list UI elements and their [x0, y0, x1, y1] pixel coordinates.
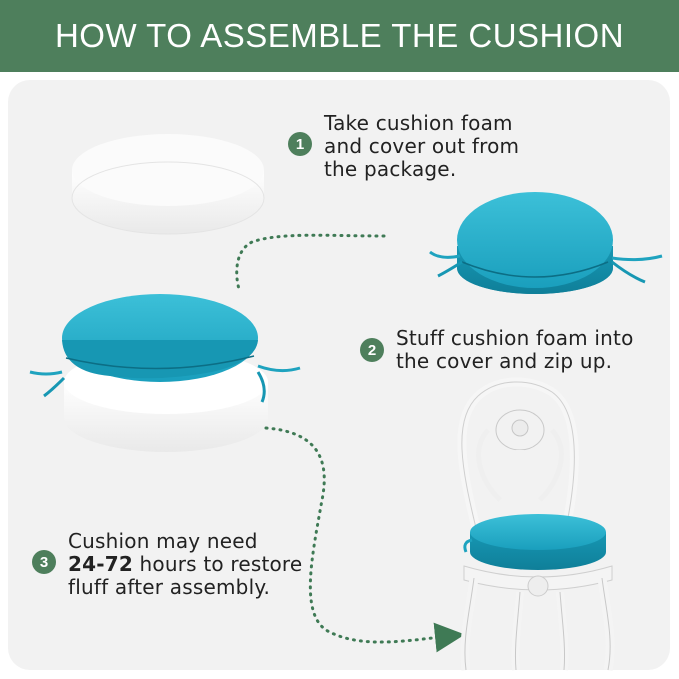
- step-text-line: Take cushion foam: [324, 111, 513, 135]
- step-text-line: 24-72 hours to restore: [68, 553, 328, 576]
- foam-in-cover-illustration: [29, 294, 301, 452]
- step-number-badge: 1: [288, 132, 312, 156]
- step-2-text: Stuff cushion foam into the cover and zi…: [396, 327, 656, 373]
- step-1-text: Take cushion foam and cover out from the…: [324, 112, 554, 181]
- page-title: HOW TO ASSEMBLE THE CUSHION: [54, 17, 625, 54]
- step-3: 3 Cushion may need 24-72 hours to restor…: [32, 530, 328, 599]
- chair-with-cushion-illustration: [457, 377, 615, 671]
- step-text-line: Stuff cushion foam into: [396, 326, 634, 350]
- step-number-badge: 2: [360, 338, 384, 362]
- step-text-line: Cushion may need: [68, 529, 258, 553]
- step-text-line: the cover and zip up.: [396, 349, 613, 373]
- step-number-badge: 3: [32, 550, 56, 574]
- cushion-cover-illustration: [429, 192, 663, 294]
- dotted-arrow-path: [235, 233, 386, 294]
- step-text-line: and cover out from: [324, 134, 520, 158]
- foam-block-illustration: [71, 134, 265, 235]
- dotted-arrow-path: [264, 426, 465, 653]
- step-1: 1 Take cushion foam and cover out from t…: [288, 112, 554, 181]
- step-2: 2 Stuff cushion foam into the cover and …: [360, 327, 656, 373]
- duration-highlight: 24-72: [68, 552, 133, 576]
- step-text-line: fluff after assembly.: [68, 575, 271, 599]
- title-banner: HOW TO ASSEMBLE THE CUSHION: [0, 0, 679, 72]
- step-3-text: Cushion may need 24-72 hours to restore …: [68, 530, 328, 599]
- step-text-fragment: hours to restore: [132, 552, 303, 576]
- step-text-line: the package.: [324, 157, 457, 181]
